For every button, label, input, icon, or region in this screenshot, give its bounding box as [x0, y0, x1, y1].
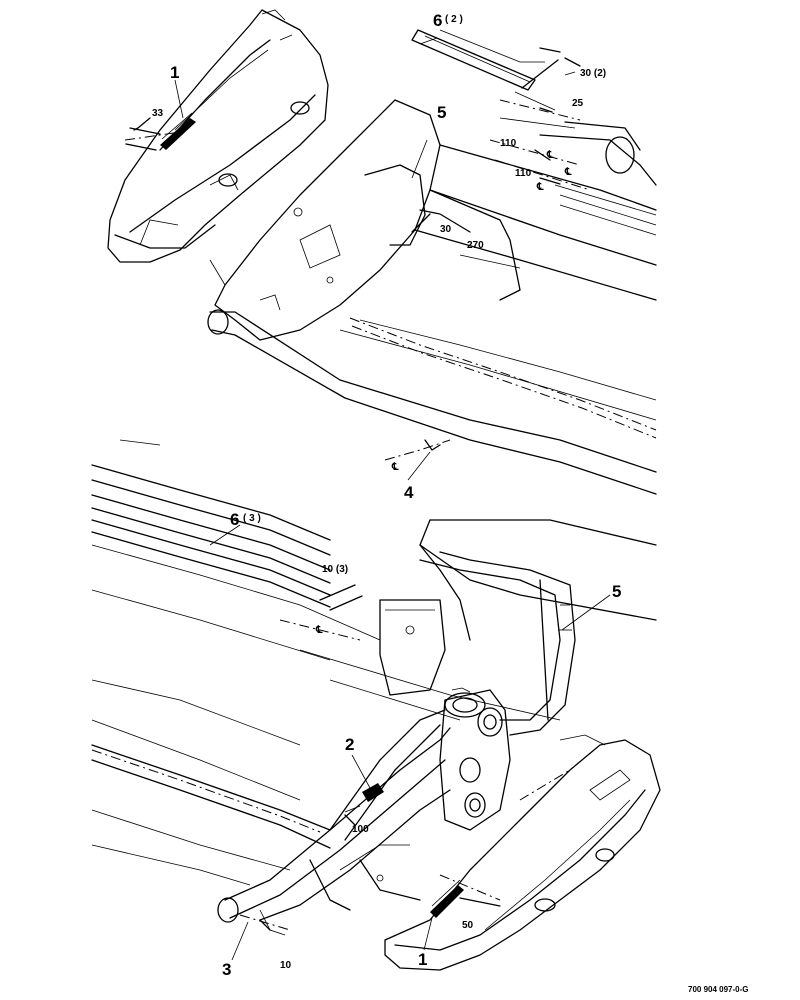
bottom-right-guard-shield [384, 734, 661, 971]
top-left-guard-shield [107, 9, 329, 263]
callout-6-top: 6 [433, 11, 442, 30]
centerline-symbol: ℄ [546, 150, 554, 161]
top-rivet-strip [349, 317, 657, 439]
dimension-lines [124, 47, 591, 931]
dim-25: 25 [572, 98, 584, 109]
decal-2 [362, 783, 384, 802]
dim-33: 33 [152, 108, 164, 119]
dim-10-3: 10 (3) [322, 564, 348, 575]
dim-50: 50 [462, 920, 474, 931]
callout-4: 4 [404, 483, 414, 502]
callout-5-top: 5 [437, 103, 446, 122]
drive-assembly [439, 687, 511, 831]
bottom-decal-1 [430, 879, 464, 918]
callout-5-right: 5 [612, 582, 621, 601]
top-frame [207, 99, 657, 495]
lower-rails [91, 439, 381, 886]
lower-rivet-strip [91, 749, 321, 833]
callout-3: 3 [222, 960, 231, 979]
callout-1-top: 1 [170, 63, 179, 82]
top-rail-strip [411, 29, 556, 111]
top-decal-1 [160, 112, 196, 150]
dim-30-2: 30 (2) [580, 68, 606, 79]
callout-6-mid-qty: ( 3 ) [243, 513, 261, 524]
lower-arm-frame [217, 709, 451, 936]
lower-frame [299, 519, 657, 721]
dim-110-b: 110 [515, 168, 532, 179]
callout-6-mid: 6 [230, 510, 239, 529]
dim-100: 100 [352, 824, 369, 835]
callout-1-bottom: 1 [418, 950, 427, 969]
callout-2: 2 [345, 735, 354, 754]
dim-30: 30 [440, 224, 452, 235]
callout-6-top-qty: ( 2 ) [445, 14, 463, 25]
dim-270: 270 [467, 240, 484, 251]
dim-110-a: 110 [500, 138, 517, 149]
centerline-symbol: ℄ [315, 625, 323, 636]
centerline-symbol: ℄ [391, 462, 399, 473]
drawing-number: 700 904 097-0-G [688, 985, 749, 994]
tube-frame [419, 551, 576, 736]
leader-lines [174, 37, 611, 961]
centerline-symbol: ℄ [564, 167, 572, 178]
dim-10: 10 [280, 960, 292, 971]
centerline-symbol: ℄ [536, 182, 544, 193]
